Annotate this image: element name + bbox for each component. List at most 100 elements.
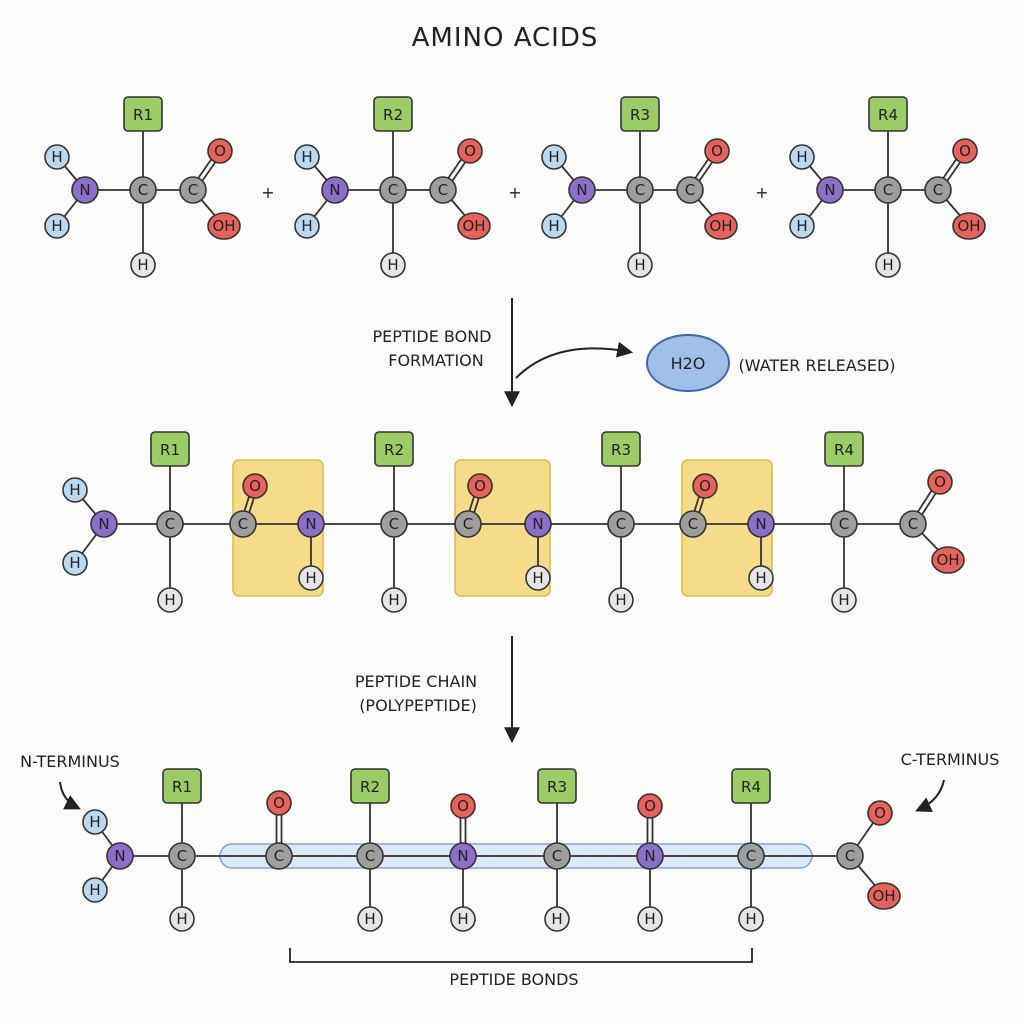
- svg-text:R4: R4: [878, 106, 898, 124]
- n-terminus-arrow-icon: [59, 781, 81, 810]
- svg-text:R1: R1: [160, 441, 180, 459]
- svg-text:H: H: [137, 256, 148, 274]
- hydrogen-atom: H: [298, 565, 324, 591]
- hydrogen-atom: H: [169, 906, 195, 932]
- svg-text:C: C: [839, 515, 849, 533]
- hydrogen-atom: H: [738, 906, 764, 932]
- svg-text:H: H: [364, 910, 375, 928]
- alpha-carbon-atom: C: [874, 176, 902, 204]
- svg-text:H: H: [644, 910, 655, 928]
- svg-text:C: C: [165, 515, 175, 533]
- svg-text:C: C: [138, 181, 148, 199]
- svg-text:H: H: [51, 217, 62, 235]
- r-group-box: R1: [150, 431, 190, 467]
- svg-text:C: C: [616, 515, 626, 533]
- svg-text:H: H: [634, 256, 645, 274]
- nitrogen-atom: N: [524, 510, 552, 538]
- diagram-title: AMINO ACIDS: [412, 23, 599, 53]
- r-group-box: R2: [373, 96, 413, 132]
- hydrogen-atom: H: [380, 252, 406, 278]
- alpha-carbon-atom: C: [737, 842, 765, 870]
- svg-text:H: H: [301, 148, 312, 166]
- svg-text:OH: OH: [212, 217, 235, 235]
- c-terminus-arrow-icon: [915, 779, 945, 812]
- svg-text:C: C: [552, 847, 562, 865]
- svg-text:OH: OH: [936, 551, 959, 569]
- alpha-carbon-atom: C: [156, 510, 184, 538]
- svg-text:C: C: [746, 847, 756, 865]
- hydroxyl-atom: OH: [952, 212, 986, 240]
- oxygen-atom: O: [952, 138, 978, 164]
- svg-text:C: C: [177, 847, 187, 865]
- peptide-bonds-label: PEPTIDE BONDS: [449, 970, 578, 989]
- step1-label-line2: FORMATION: [388, 351, 483, 370]
- svg-text:N: N: [457, 847, 468, 865]
- alpha-carbon-atom: C: [168, 842, 196, 870]
- step1-label-line1: PEPTIDE BOND: [373, 327, 492, 346]
- nitrogen-atom: N: [449, 842, 477, 870]
- svg-text:C: C: [274, 847, 284, 865]
- nitrogen-atom: N: [568, 176, 596, 204]
- nitrogen-atom: N: [816, 176, 844, 204]
- svg-text:O: O: [699, 477, 711, 495]
- carbonyl-carbon-atom: C: [676, 176, 704, 204]
- alpha-carbon-atom: C: [356, 842, 384, 870]
- nitrogen-atom: N: [747, 510, 775, 538]
- plus-sign: +: [508, 183, 521, 202]
- carbonyl-carbon-atom: C: [229, 510, 257, 538]
- hydrogen-atom: H: [294, 213, 320, 239]
- hydroxyl-atom: OH: [931, 546, 965, 574]
- svg-text:R2: R2: [360, 778, 380, 796]
- hydrogen-atom: H: [62, 477, 88, 503]
- svg-text:N: N: [305, 515, 316, 533]
- plus-sign: +: [261, 183, 274, 202]
- r-group-box: R4: [824, 431, 864, 467]
- nitrogen-atom: N: [636, 842, 664, 870]
- svg-text:R3: R3: [547, 778, 567, 796]
- svg-text:H: H: [176, 910, 187, 928]
- svg-text:H: H: [164, 591, 175, 609]
- r-group-box: R1: [123, 96, 163, 132]
- hydrogen-atom: H: [748, 565, 774, 591]
- alpha-carbon-atom: C: [830, 510, 858, 538]
- alpha-carbon-atom: C: [607, 510, 635, 538]
- alpha-carbon-atom: C: [380, 510, 408, 538]
- hydrogen-atom: H: [381, 587, 407, 613]
- carbonyl-carbon-atom: C: [454, 510, 482, 538]
- hydrogen-atom: H: [450, 906, 476, 932]
- svg-text:R1: R1: [172, 778, 192, 796]
- water-formula: H2O: [671, 354, 706, 373]
- r-group-box: R3: [601, 431, 641, 467]
- svg-text:H: H: [551, 910, 562, 928]
- hydrogen-atom: H: [627, 252, 653, 278]
- svg-text:O: O: [474, 477, 486, 495]
- svg-text:N: N: [79, 181, 90, 199]
- r-group-box: R1: [162, 768, 202, 804]
- svg-text:R2: R2: [384, 441, 404, 459]
- carbonyl-carbon-atom: C: [836, 842, 864, 870]
- carbonyl-carbon-atom: C: [429, 176, 457, 204]
- oxygen-atom: O: [450, 793, 476, 819]
- svg-text:H: H: [69, 481, 80, 499]
- r-group-box: R4: [868, 96, 908, 132]
- svg-text:N: N: [576, 181, 587, 199]
- nitrogen-atom: N: [106, 842, 134, 870]
- svg-text:H: H: [548, 148, 559, 166]
- svg-text:C: C: [883, 181, 893, 199]
- svg-text:N: N: [329, 181, 340, 199]
- svg-text:C: C: [685, 181, 695, 199]
- svg-text:C: C: [365, 847, 375, 865]
- hydrogen-atom: H: [789, 144, 815, 170]
- svg-text:H: H: [838, 591, 849, 609]
- nitrogen-atom: N: [71, 176, 99, 204]
- hydrogen-atom: H: [608, 587, 634, 613]
- svg-text:R3: R3: [630, 106, 650, 124]
- carbonyl-carbon-atom: C: [899, 510, 927, 538]
- alpha-carbon-atom: C: [543, 842, 571, 870]
- svg-text:H: H: [301, 217, 312, 235]
- svg-text:H: H: [89, 813, 100, 831]
- alpha-carbon-atom: C: [379, 176, 407, 204]
- r-group-box: R2: [374, 431, 414, 467]
- oxygen-atom: O: [207, 138, 233, 164]
- hydroxyl-atom: OH: [207, 212, 241, 240]
